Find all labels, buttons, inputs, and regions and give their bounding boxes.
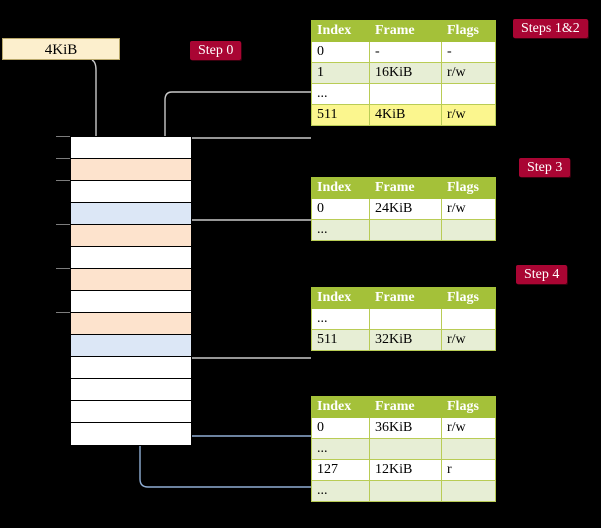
cell-index: 0 (311, 417, 370, 439)
table-row[interactable]: ... (311, 480, 496, 502)
memory-frame-row (71, 401, 191, 423)
table-row[interactable]: ... (311, 219, 496, 241)
cell-flags (441, 308, 496, 330)
memory-frame-row (71, 291, 191, 313)
table-row[interactable]: ... (311, 308, 496, 330)
cell-frame: 32KiB (369, 329, 442, 351)
column-header-frame: Frame (369, 20, 442, 42)
column-header-index: Index (311, 287, 370, 309)
memory-frame-row (71, 247, 191, 269)
cell-frame (369, 83, 442, 105)
column-header-index: Index (311, 396, 370, 418)
cell-flags: r (441, 459, 496, 481)
cell-index: ... (311, 308, 370, 330)
memory-frame-row (71, 225, 191, 247)
table-row[interactable]: ... (311, 83, 496, 105)
source-frame-box: 4KiB (2, 38, 120, 60)
cell-frame (369, 219, 442, 241)
cell-frame: 4KiB (369, 104, 442, 126)
cell-flags: r/w (441, 104, 496, 126)
cell-frame: 24KiB (369, 198, 442, 220)
cell-frame: 12KiB (369, 459, 442, 481)
memory-tick-mark (56, 268, 70, 269)
memory-frame-row (71, 203, 191, 225)
wire-table3-to-memory (172, 306, 311, 359)
cell-frame: 36KiB (369, 417, 442, 439)
cell-frame (369, 308, 442, 330)
table-row[interactable]: ... (311, 438, 496, 460)
badge-step-3: Step 3 (519, 158, 571, 177)
column-header-flags: Flags (441, 396, 496, 418)
cell-frame: 16KiB (369, 62, 442, 84)
badge-step-0: Step 0 (190, 41, 242, 60)
cell-flags: r/w (441, 329, 496, 351)
cell-index: ... (311, 480, 370, 502)
column-header-frame: Frame (369, 396, 442, 418)
cell-flags (441, 219, 496, 241)
cell-index: 127 (311, 459, 370, 481)
cell-index: ... (311, 219, 370, 241)
cell-frame: - (369, 41, 442, 63)
column-header-flags: Flags (441, 287, 496, 309)
memory-frame-row (71, 159, 191, 181)
memory-tick-mark (56, 180, 70, 181)
memory-frame-row (71, 379, 191, 401)
memory-frame-row (71, 313, 191, 335)
column-header-index: Index (311, 177, 370, 199)
memory-tick-mark (56, 158, 70, 159)
column-header-index: Index (311, 20, 370, 42)
badge-steps-1-2: Steps 1&2 (513, 19, 588, 38)
cell-frame (369, 480, 442, 502)
cell-index: ... (311, 83, 370, 105)
cell-index: 511 (311, 329, 370, 351)
cell-index: 1 (311, 62, 370, 84)
badge-step-4: Step 4 (516, 265, 568, 284)
memory-frame-row (71, 269, 191, 291)
cell-frame (369, 438, 442, 460)
memory-frame-row (71, 357, 191, 379)
column-header-frame: Frame (369, 177, 442, 199)
cell-flags (441, 438, 496, 460)
column-header-flags: Flags (441, 20, 496, 42)
cell-index: 511 (311, 104, 370, 126)
memory-tick-mark (56, 312, 70, 313)
cell-flags (441, 480, 496, 502)
table-row[interactable]: 0-- (311, 41, 496, 63)
cell-flags (441, 83, 496, 105)
cell-index: 0 (311, 41, 370, 63)
physical-memory-column (70, 136, 192, 446)
cell-flags: r/w (441, 62, 496, 84)
wire-table2-to-memory (180, 219, 311, 264)
memory-frame-row (71, 137, 191, 159)
column-header-frame: Frame (369, 287, 442, 309)
memory-tick-mark (56, 224, 70, 225)
cell-flags: - (441, 41, 496, 63)
memory-frame-row (71, 181, 191, 203)
cell-flags: r/w (441, 417, 496, 439)
cell-index: 0 (311, 198, 370, 220)
memory-tick-mark (56, 136, 70, 137)
cell-flags: r/w (441, 198, 496, 220)
column-header-flags: Flags (441, 177, 496, 199)
memory-frame-row (71, 335, 191, 357)
cell-index: ... (311, 438, 370, 460)
memory-frame-row (71, 423, 191, 445)
